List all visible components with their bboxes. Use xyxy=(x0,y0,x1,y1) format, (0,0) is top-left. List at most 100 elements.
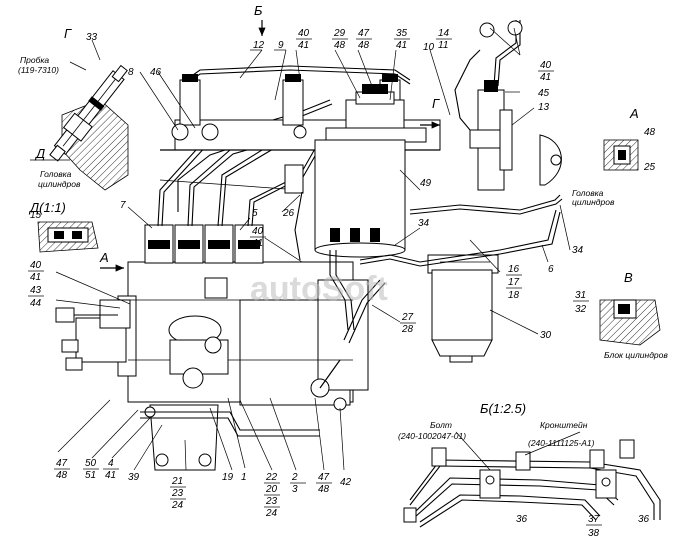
fuel-filter-coarse xyxy=(427,254,499,363)
callout-16: 16 xyxy=(508,264,520,275)
callout-9: 9 xyxy=(278,40,284,51)
callout-47-bottom: 47 xyxy=(56,458,68,469)
callout-30: 30 xyxy=(540,330,552,341)
callout-45: 45 xyxy=(538,88,550,99)
callout-43: 43 xyxy=(30,285,42,296)
callout-41-b: 41 xyxy=(396,40,407,51)
callout-23-a: 23 xyxy=(171,488,184,499)
callout-48-e: 48 xyxy=(318,484,330,495)
callout-26: 26 xyxy=(282,208,295,219)
callout-11: 11 xyxy=(438,40,448,51)
callout-24-b: 24 xyxy=(265,508,278,519)
callout-47-a: 47 xyxy=(358,28,370,39)
view-letter-b-top: Б xyxy=(254,3,263,18)
callout-51: 51 xyxy=(85,470,96,481)
callout-29: 29 xyxy=(333,28,346,39)
callout-38: 38 xyxy=(588,528,600,539)
callout-4: 4 xyxy=(108,458,114,469)
view-d-scale-title: Д(1:1) xyxy=(28,200,66,215)
callout-50: 50 xyxy=(85,458,97,469)
callout-41-mid: 41 xyxy=(252,238,263,249)
callout-40-mid: 40 xyxy=(252,226,264,237)
callout-25: 25 xyxy=(643,162,656,173)
callout-fraction-bars xyxy=(28,38,602,526)
callout-2: 2 xyxy=(291,472,298,483)
callout-leaders xyxy=(55,27,571,471)
view-letter-g-left: Г xyxy=(64,26,72,41)
callout-41-left: 41 xyxy=(30,272,41,283)
callout-40-left: 40 xyxy=(30,260,42,271)
plug-code-label: (119-7310) xyxy=(18,65,59,75)
view-letter-a-right: А xyxy=(629,106,639,121)
callout-48-b: 48 xyxy=(358,40,370,51)
callout-13: 13 xyxy=(538,102,550,113)
callout-48-bottom: 48 xyxy=(56,470,68,481)
callout-33: 33 xyxy=(86,32,98,43)
callout-32: 32 xyxy=(575,304,587,315)
callout-47-c: 47 xyxy=(318,472,330,483)
callout-21: 21 xyxy=(171,476,183,487)
block-cylinder-label: Блок цилиндров xyxy=(604,350,668,360)
callout-19: 19 xyxy=(222,472,234,483)
view-letter-g-right: Г xyxy=(432,96,440,111)
callout-42: 42 xyxy=(340,477,352,488)
callout-20: 20 xyxy=(265,484,278,495)
callout-3: 3 xyxy=(292,484,298,495)
callout-40-top: 40 xyxy=(298,28,310,39)
callout-39: 39 xyxy=(128,472,140,483)
callout-34-mid: 34 xyxy=(418,218,430,229)
view-g-injector-detail xyxy=(30,39,129,191)
callout-37: 37 xyxy=(588,514,600,525)
callout-28: 28 xyxy=(401,324,414,335)
callout-8: 8 xyxy=(128,67,134,78)
callout-36-right: 36 xyxy=(638,514,650,525)
right-injector xyxy=(454,20,562,191)
callout-15: 15 xyxy=(30,210,42,221)
callout-17: 17 xyxy=(508,277,520,288)
callout-41-right: 41 xyxy=(540,72,551,83)
callout-41-top: 41 xyxy=(298,40,309,51)
bolt-code-label: (240-1002047-01) xyxy=(398,431,466,441)
watermark: autoSoft xyxy=(250,270,388,308)
callout-22: 22 xyxy=(265,472,278,483)
callout-35: 35 xyxy=(396,28,408,39)
bolt-name-label: Болт xyxy=(430,420,452,430)
view-d-detail xyxy=(37,221,99,253)
callout-36-left: 36 xyxy=(516,514,528,525)
callout-31: 31 xyxy=(575,290,586,301)
view-b-bracket-detail xyxy=(403,439,661,528)
callout-49: 49 xyxy=(420,178,432,189)
bracket-code-label: (240-1111125-А1) xyxy=(528,438,595,448)
view-b-scale-title: Б(1:2.5) xyxy=(480,401,526,416)
callout-14: 14 xyxy=(438,28,450,39)
view-a-detail xyxy=(603,139,639,171)
fuel-supply-lines xyxy=(294,191,563,344)
callout-12: 12 xyxy=(253,40,265,51)
callout-27: 27 xyxy=(401,312,414,323)
callout-41-bottom: 41 xyxy=(105,470,116,481)
callout-10: 10 xyxy=(423,42,435,53)
view-letter-d-left: Д xyxy=(34,146,45,161)
head-cylinder-label-2a: Головка xyxy=(572,188,604,198)
callout-34-right: 34 xyxy=(572,245,584,256)
callout-40-right: 40 xyxy=(540,60,552,71)
view-v-detail xyxy=(599,299,661,346)
callout-7: 7 xyxy=(120,200,126,211)
callout-5: 5 xyxy=(252,208,258,219)
callout-23-b: 23 xyxy=(265,496,278,507)
view-letter-a-left: А xyxy=(99,250,109,265)
bracket-name-label: Кронштейн xyxy=(540,420,588,430)
injection-pump-assembly xyxy=(55,224,369,471)
fuel-filter-fine xyxy=(314,84,427,258)
plug-name-label: Пробка xyxy=(20,55,49,65)
callout-6: 6 xyxy=(548,264,554,275)
callout-48-view-a: 48 xyxy=(644,127,656,138)
callout-44: 44 xyxy=(30,298,42,309)
callout-1: 1 xyxy=(241,472,247,483)
head-cylinder-label-2b: цилиндров xyxy=(572,197,615,207)
callout-18: 18 xyxy=(508,290,520,301)
callout-46: 46 xyxy=(150,67,162,78)
callout-48-a: 48 xyxy=(334,40,346,51)
